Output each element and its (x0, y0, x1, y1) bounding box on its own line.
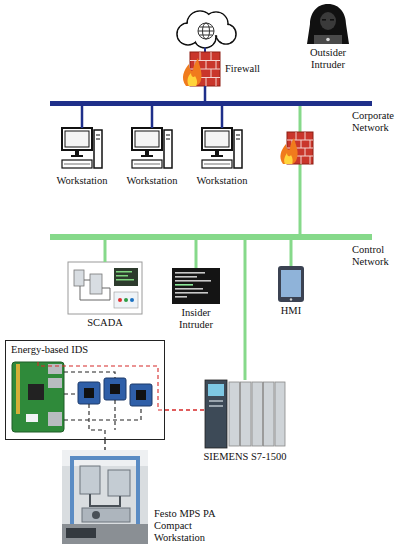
network-link (204, 86, 207, 101)
node-label: Workstation (49, 175, 115, 187)
node-label: SCADA (70, 317, 140, 329)
node-label: Outsider Intruder (298, 47, 358, 71)
intruder-icon: Insider Intruder (172, 268, 220, 304)
firewall-icon (280, 132, 313, 164)
node-label: Workstation (119, 175, 185, 187)
network-link (81, 106, 84, 128)
network-link (244, 240, 247, 380)
intruder-icon: Outsider Intruder (306, 4, 350, 44)
ids-box: Energy-based IDS (5, 340, 165, 440)
firewall-node: Firewall (190, 52, 220, 86)
sensor-wires (64, 372, 141, 440)
node-label: SIEMENS S7-1500 (195, 451, 295, 463)
node-label: Control Network (352, 244, 410, 268)
network-link (165, 409, 205, 410)
scada-screen (68, 262, 142, 314)
node-label: HMI (271, 305, 311, 317)
workstation-node: Workstation (62, 128, 102, 172)
network-link (290, 240, 293, 266)
firewall-icon (183, 52, 220, 86)
hmi-node: HMI (278, 266, 304, 302)
workstation-icon (62, 128, 242, 168)
node-label: Corporate Network (352, 110, 410, 134)
network-link (104, 240, 107, 262)
hacker-icon (307, 4, 349, 44)
workstation-node: Workstation (132, 128, 172, 172)
raspberry-pi-board (12, 362, 64, 432)
network-link (104, 440, 105, 450)
scada-node: SCADA (68, 262, 142, 314)
internet-cloud (177, 11, 236, 52)
network-link (195, 240, 198, 268)
power-wire (38, 362, 165, 410)
plc-rack (205, 380, 285, 448)
network-bus: Corporate Network (50, 101, 372, 106)
network-link (151, 106, 154, 128)
network-link (299, 106, 302, 234)
workstation-node: Workstation (202, 128, 242, 172)
node-label: Insider Intruder (170, 307, 222, 331)
terminal-screen (172, 268, 220, 304)
network-link (221, 106, 224, 128)
festo-workstation-photo (62, 450, 148, 544)
node-label: Energy-based IDS (11, 344, 151, 356)
node-label: Festo MPS PA Compact Workstation (154, 508, 228, 544)
workstation-photo: Festo MPS PA Compact Workstation (62, 450, 148, 544)
node-label: Workstation (189, 175, 255, 187)
network-bus: Control Network (50, 234, 372, 240)
hmi-tablet (278, 266, 304, 302)
plc-node: SIEMENS S7-1500 (205, 380, 285, 448)
node-label: Firewall (225, 63, 285, 75)
